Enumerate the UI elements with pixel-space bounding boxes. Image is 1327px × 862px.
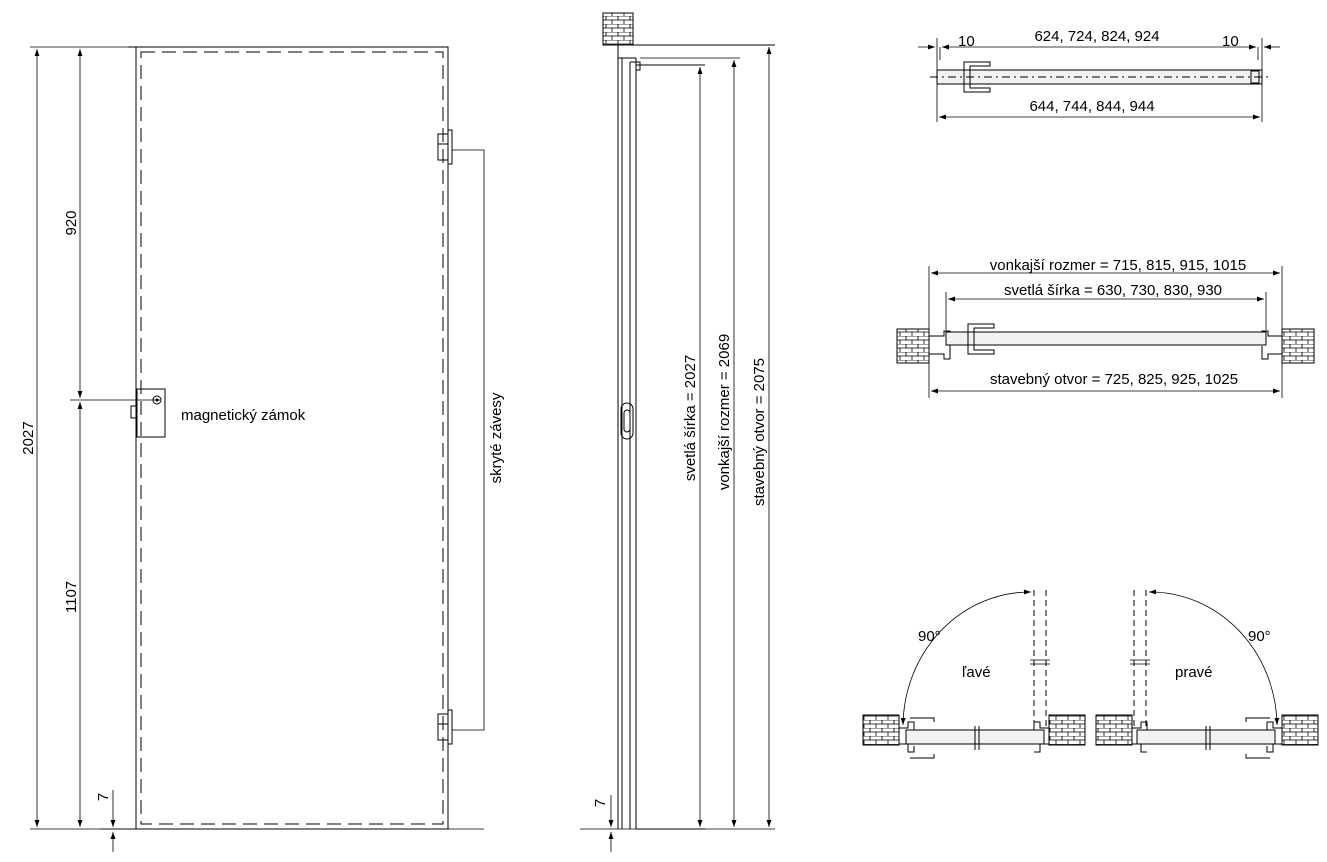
swing-left-wall-right [1048, 714, 1086, 746]
swing-right-label: pravé [1175, 664, 1213, 681]
wall-left-brick [896, 328, 930, 364]
swing-right-wall-left [1095, 714, 1133, 746]
frame-opening-label: stavebný otvor = 725, 825, 925, 1025 [990, 371, 1238, 388]
hinge-label: skryté závesy [488, 392, 505, 483]
swing-right-arc [1148, 589, 1280, 726]
wall-right-brick [1281, 328, 1315, 364]
leaf-outer-width: 644, 744, 844, 944 [1029, 98, 1154, 115]
frame-section: vonkajší rozmer = 715, 815, 915, 1015 sv… [896, 257, 1315, 398]
dim-floor-gap-label: 7 [95, 793, 112, 801]
magnetic-lock-icon [130, 388, 166, 438]
swing-left: 90° ľavé [862, 589, 1086, 759]
swing-right: 90° pravé [1095, 589, 1319, 759]
door-leaf [135, 46, 449, 830]
swing-right-wall-right [1281, 714, 1319, 746]
swing-left-angle: 90° [918, 628, 941, 645]
hinge-bottom-icon [437, 709, 453, 745]
hinge-leader [452, 149, 485, 731]
side-floor-gap-label: 7 [592, 799, 609, 807]
leaf-inner-width: 624, 724, 824, 924 [1034, 28, 1159, 45]
side-view: 7 svetlá šírka = 2027 vonkajší rozmer = … [580, 12, 775, 852]
outer-height-label: vonkajší rozmer = 2069 [716, 334, 733, 490]
swing-right-angle: 90° [1248, 628, 1271, 645]
swing-left-arc [900, 589, 1032, 726]
wall-brick [602, 12, 634, 46]
door-frame-hidden-line [140, 51, 444, 825]
handle-icon [620, 402, 634, 440]
hinge-top-icon [437, 129, 453, 165]
dim-lower-height-label: 1107 [63, 581, 80, 613]
dim-upper-height-label: 920 [63, 210, 80, 235]
swing-left-label: ľavé [962, 664, 991, 681]
leaf-left-offset: 10 [958, 33, 975, 50]
frame-outer-label: vonkajší rozmer = 715, 815, 915, 1015 [990, 257, 1246, 274]
swing-left-wall-left [862, 714, 900, 746]
leaf-section: 10 624, 724, 824, 924 10 644, 744, 844, … [918, 28, 1280, 122]
lock-label: magnetický zámok [181, 407, 306, 424]
frame-clear-label: svetlá šírka = 630, 730, 830, 930 [1004, 282, 1222, 299]
opening-height-label: stavebný otvor = 2075 [751, 358, 768, 506]
front-view: 2027 920 1107 7 magnetický zámok skryté … [20, 46, 505, 852]
dim-total-height-label: 2027 [20, 421, 37, 454]
leaf-right-offset: 10 [1222, 33, 1239, 50]
clear-height-label: svetlá šírka = 2027 [682, 355, 699, 481]
